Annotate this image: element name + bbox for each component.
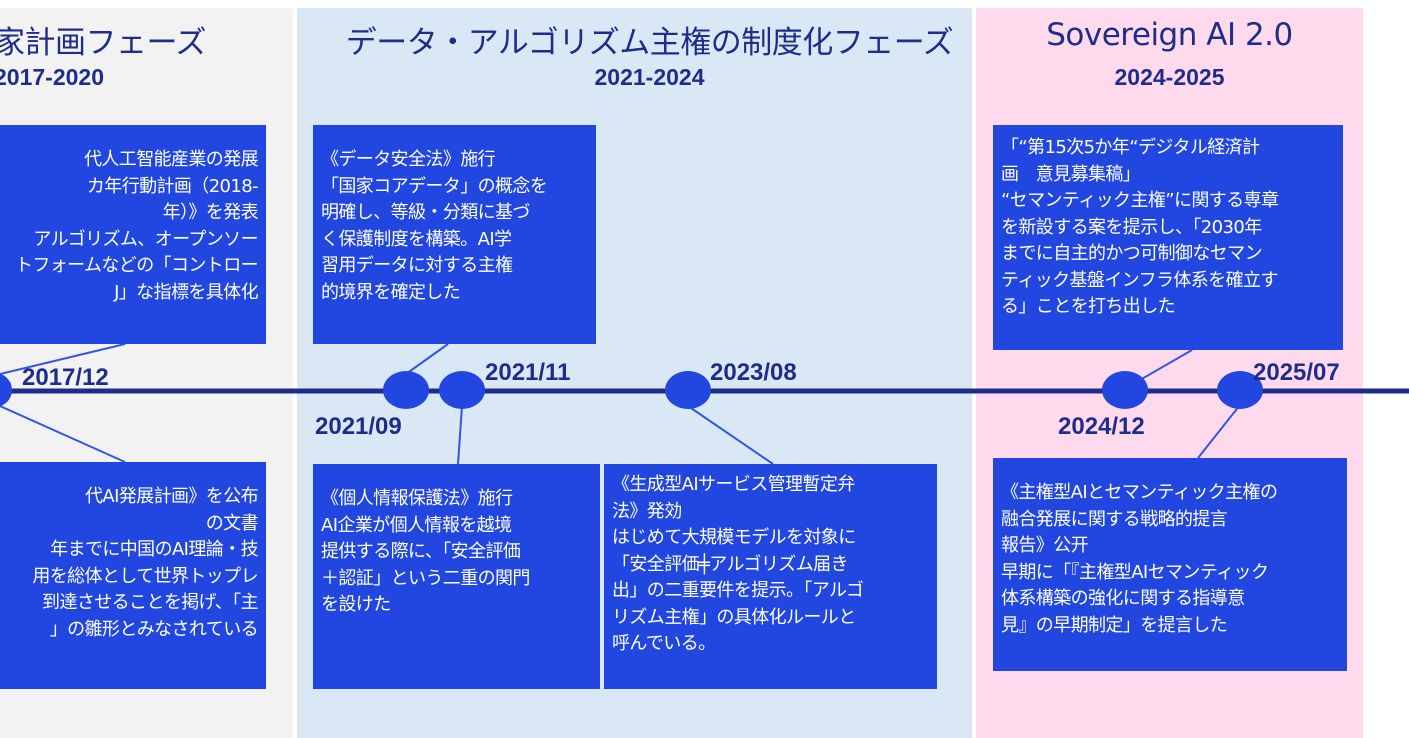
date-2025-07: 2025/07: [1253, 359, 1340, 386]
phase-title-2: データ・アルゴリズム主権の制度化フェーズ: [345, 25, 954, 61]
event-2024-digital-economy-plan: 「“第15次5か年“デジタル経済計 画 意見募集稿」 “セマンティック主権”に関…: [993, 125, 1343, 350]
date-2017-12: 2017/12: [22, 364, 109, 391]
phase-years-2: 2021-2024: [594, 64, 705, 90]
node-2025-07: [1217, 371, 1263, 409]
node-2021-11: [439, 371, 485, 409]
connector-2024-12: [1139, 349, 1193, 381]
event-2023-generative-ai-measures: 《生成型AIサービス管理暫定弁 法》発効 はじめて大規模モデルを対象に 「安全評…: [604, 464, 937, 689]
connector-2017-12-bottom: [0, 405, 126, 463]
connector-2021-11: [457, 405, 463, 465]
date-2021-11: 2021/11: [485, 359, 571, 386]
node-2017-12: [0, 373, 12, 407]
event-2021-personal-info-law: 《個人情報保護法》施行 AI企業が個人情報を越境 提供する際に、「安全評価 ＋認…: [313, 464, 600, 689]
node-2024-12: [1102, 371, 1148, 409]
phase-years-1: 2017-2020: [0, 64, 104, 90]
date-2023-08: 2023/08: [710, 359, 797, 386]
connector-2017-12-top: [0, 343, 126, 375]
phase-title-3: Sovereign AI 2.0: [1046, 17, 1293, 53]
event-2021-data-security-law: 《データ安全法》施行 「国家コアデータ」の概念を 明確し、等級・分類に基づ く保…: [313, 125, 596, 344]
event-2017-ai-plan: 代AI発展計画》を公布 の文書 年までに中国のAI理論・技 用を総体として世界ト…: [0, 462, 266, 689]
connector-2023-08: [687, 405, 774, 465]
connector-2021-09: [405, 343, 449, 375]
node-2023-08: [665, 371, 711, 409]
event-2017-action-plan: 代人工智能産業の発展 カ年行動計画（2018- 年）》を発表 アルゴリズム、オー…: [0, 125, 266, 344]
date-2021-09: 2021/09: [315, 413, 402, 440]
date-2024-12: 2024/12: [1058, 413, 1145, 440]
phase-title-1: 家計画フェーズ: [0, 25, 206, 61]
phase-years-3: 2024-2025: [1114, 64, 1225, 90]
node-2021-09: [383, 371, 429, 409]
connector-2025-07: [1197, 404, 1241, 459]
event-2025-sovereign-ai-report: 《主権型AIとセマンティック主権の 融合発展に関する戦略的提言 報告》公开 早期…: [993, 458, 1347, 671]
